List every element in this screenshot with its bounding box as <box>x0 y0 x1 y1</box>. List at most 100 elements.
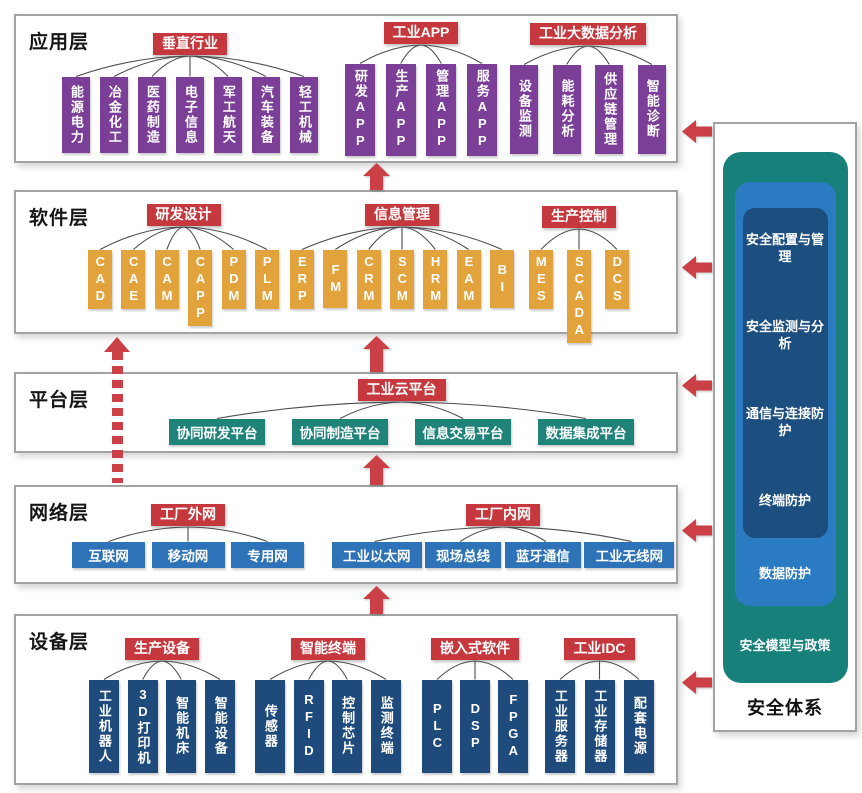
item-label: CAD <box>92 253 108 305</box>
layer-network: 网络层工厂外网互联网移动网专用网工厂内网工业以太网现场总线蓝牙通信工业无线网 <box>14 485 678 584</box>
connector-lines <box>103 659 221 680</box>
item-label: ERP <box>294 253 310 305</box>
item-label: CAPP <box>192 253 208 322</box>
connector-lines <box>108 525 268 542</box>
item-label: 服务APP <box>474 69 490 150</box>
layer-title-application: 应用层 <box>29 32 90 53</box>
item-label: CAM <box>159 253 175 305</box>
item-box: 管理APP <box>426 63 457 156</box>
item-row-factory-extranet: 互联网移动网专用网 <box>72 541 304 568</box>
group-label-production-control: 生产控制 <box>542 206 616 228</box>
item-box: SCM <box>389 249 414 309</box>
item-label: 汽车装备 <box>258 84 274 145</box>
item-label: FPGA <box>505 692 521 760</box>
item-box: 智能诊断 <box>637 64 666 154</box>
item-box: PDM <box>221 249 246 309</box>
layer-platform: 平台层工业云平台协同研发平台协同制造平台信息交易平台数据集成平台 <box>14 372 678 453</box>
security-middle-ring: 安全配置与管理 安全监测与分析 通信与连接防护 终端防护 数据防护 <box>734 182 836 606</box>
item-box: 军工航天 <box>214 76 242 153</box>
item-box: 协同制造平台 <box>292 418 388 445</box>
item-box: 互联网 <box>72 541 145 568</box>
left-arrow-security-to-application <box>682 120 712 143</box>
item-label: 工业以太网 <box>343 548 411 564</box>
group-label-info-management: 信息管理 <box>365 204 439 226</box>
item-label: 轻工机械 <box>296 84 312 145</box>
item-label: 工业服务器 <box>552 688 568 764</box>
item-box: DCS <box>605 249 629 309</box>
item-box: 能源电力 <box>62 76 90 153</box>
connector-lines <box>523 44 653 65</box>
item-label: 移动网 <box>167 548 209 564</box>
item-label: 控制芯片 <box>340 696 356 756</box>
item-row-rd-design: CAD CAE CAM CAPP PDM PLM <box>88 249 279 326</box>
group-label-industrial-idc: 工业IDC <box>564 638 635 660</box>
item-box: ERP <box>290 249 314 309</box>
security-outer-ring: 安全配置与管理 安全监测与分析 通信与连接防护 终端防护 数据防护 安全模型与政… <box>722 152 848 683</box>
item-label: 信息交易平台 <box>422 425 504 441</box>
item-box: SCADA <box>567 249 591 343</box>
item-label: 数据集成平台 <box>545 425 627 441</box>
item-label: 智能诊断 <box>644 79 660 139</box>
item-label: 互联网 <box>88 548 129 564</box>
item-box: 配套电源 <box>624 679 654 773</box>
item-box: 信息交易平台 <box>415 418 511 445</box>
item-box: CRM <box>356 249 381 309</box>
item-box: PLM <box>254 249 279 309</box>
item-box: BI <box>489 249 514 308</box>
security-system-label: 安全体系 <box>747 697 823 718</box>
item-label: CAE <box>126 253 142 305</box>
group-label-production-equipment: 生产设备 <box>125 638 199 660</box>
item-label: CRM <box>361 253 377 305</box>
connector-lines <box>540 227 618 250</box>
connector-lines <box>374 525 632 542</box>
group-label-embedded-software: 嵌入式软件 <box>431 638 519 660</box>
item-box: 蓝牙通信 <box>504 541 581 568</box>
connector-lines <box>216 400 587 419</box>
item-label: 供应链管理 <box>602 71 618 147</box>
item-label: DSP <box>467 700 483 752</box>
group-industrial-cloud: 工业云平台协同研发平台协同制造平台信息交易平台数据集成平台 <box>169 374 634 445</box>
item-label: 工业无线网 <box>595 548 663 564</box>
group-label-vertical-industries: 垂直行业 <box>153 33 227 55</box>
layer-title-platform: 平台层 <box>29 390 90 411</box>
group-industrial-big-data: 工业大数据分析设备监测能耗分析供应链管理智能诊断 <box>510 16 666 154</box>
item-box: 汽车装备 <box>252 76 280 153</box>
item-row-industrial-idc: 工业服务器 工业存储器配套电源 <box>545 679 654 773</box>
item-box: 工业机器人 <box>89 679 119 773</box>
item-box: 监测终端 <box>370 679 401 773</box>
item-label: BI <box>494 261 510 296</box>
item-box: 工业服务器 <box>545 679 575 773</box>
item-box: CAM <box>154 249 179 309</box>
up-arrow-network-to-platform <box>363 455 390 485</box>
item-label: 工业存储器 <box>592 688 608 764</box>
item-box: MES <box>529 249 553 309</box>
group-production-control: 生产控制 MES SCADA DCS <box>529 192 629 343</box>
item-box: DSP <box>460 679 490 773</box>
security-item-terminal-protection: 终端防护 <box>758 493 811 509</box>
item-box: PLC <box>422 679 452 773</box>
item-box: RFID <box>293 679 324 773</box>
item-label: 研发APP <box>352 69 368 150</box>
group-factory-intranet: 工厂内网工业以太网现场总线蓝牙通信工业无线网 <box>332 487 674 568</box>
item-row-factory-intranet: 工业以太网现场总线蓝牙通信工业无线网 <box>332 541 674 568</box>
item-box: HRM <box>423 249 448 309</box>
group-vertical-industries: 垂直行业能源电力冶金化工医药制造电子信息军工航天汽车装备轻工机械 <box>62 16 318 153</box>
item-label: 监测终端 <box>378 696 394 756</box>
item-box: 研发APP <box>345 63 375 156</box>
item-label: RFID <box>301 692 317 760</box>
item-label: 智能机床 <box>174 696 190 756</box>
item-label: HRM <box>428 253 444 305</box>
layer-title-device: 设备层 <box>29 632 90 653</box>
item-box: 工业无线网 <box>584 541 674 568</box>
item-box: 协同研发平台 <box>169 418 265 445</box>
left-arrow-security-to-software <box>682 256 712 279</box>
item-box: CAPP <box>188 249 213 326</box>
connector-lines <box>269 659 387 680</box>
item-label: 工业机器人 <box>96 688 112 764</box>
item-box: 冶金化工 <box>100 76 128 153</box>
item-box: 服务APP <box>466 63 497 156</box>
